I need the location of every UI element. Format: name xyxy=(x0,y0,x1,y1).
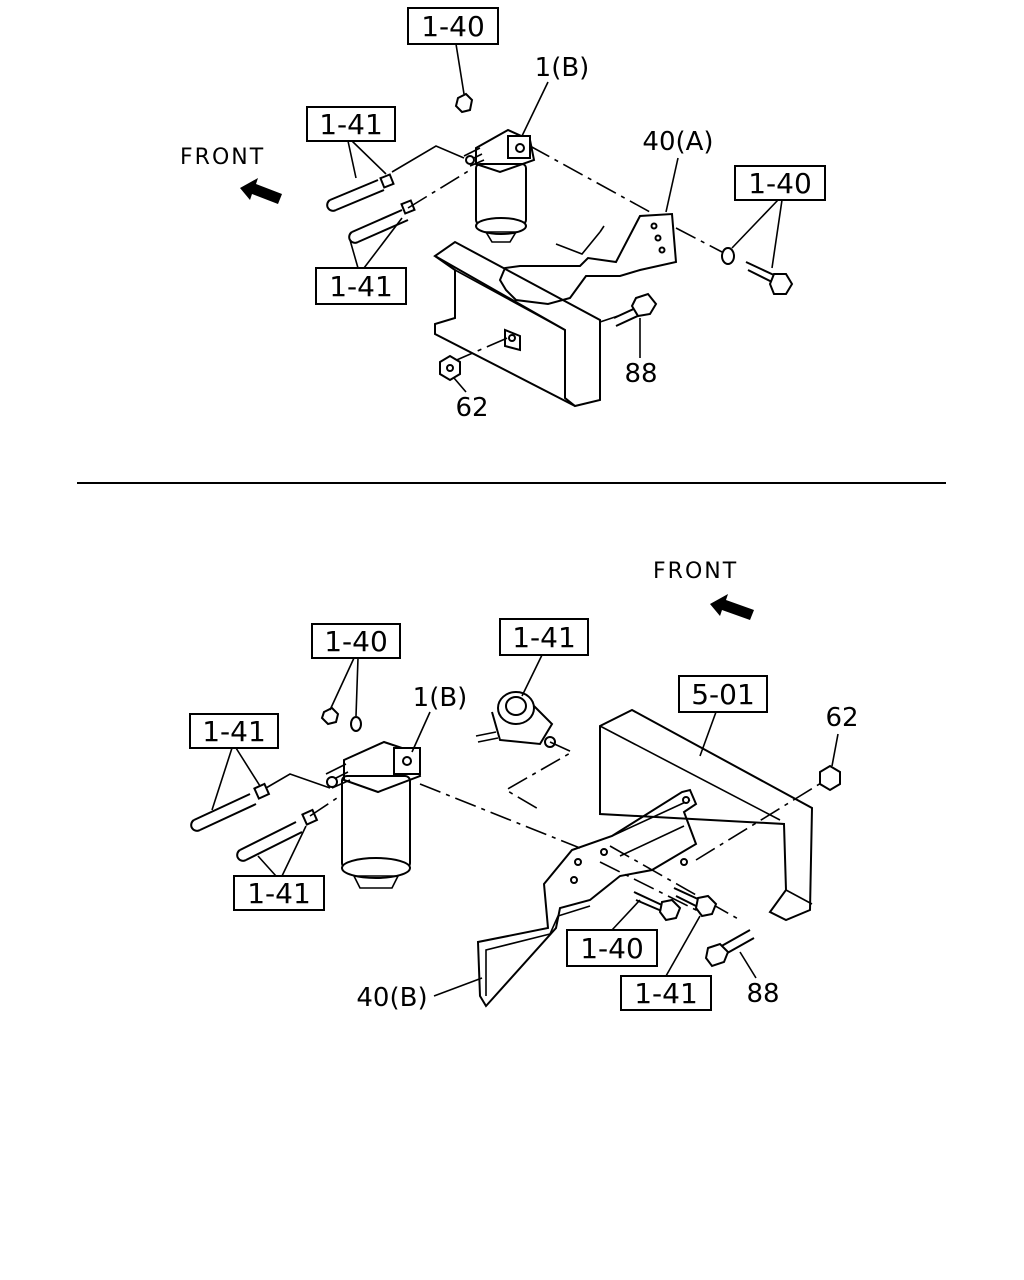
bottom-dash-2 xyxy=(419,783,581,849)
bottom-callout-2: 1-41 xyxy=(202,715,266,748)
bottom-front-arrow-icon xyxy=(710,594,754,620)
top-dash-3 xyxy=(675,227,723,253)
bottom-dash-6 xyxy=(609,845,741,921)
bottom-label-40b: 40(B) xyxy=(356,983,427,1013)
top-label-1b: 1(B) xyxy=(535,53,590,83)
top-label-88: 88 xyxy=(624,359,657,389)
top-label-62: 62 xyxy=(455,393,488,423)
bottom-callout-7: 1-41 xyxy=(634,977,698,1010)
top-bolt-1-40 xyxy=(745,261,794,295)
bottom-callout-6: 1-40 xyxy=(580,932,644,965)
bottom-fuel-filter xyxy=(325,740,422,889)
top-dash-2 xyxy=(529,145,651,213)
top-front-label: FRONT xyxy=(180,145,265,170)
bottom-callout-3: 1-41 xyxy=(512,621,576,654)
bottom-bracket-40b xyxy=(476,788,698,1008)
top-callout-2: 1-41 xyxy=(319,108,383,141)
bottom-frame-rail xyxy=(599,708,814,922)
bottom-callout-box-4 xyxy=(233,875,325,911)
bottom-label-1b: 1(B) xyxy=(413,683,468,713)
bottom-callout-1: 1-40 xyxy=(324,625,388,658)
top-fuel-filter xyxy=(463,128,536,243)
bottom-callout-5: 5-01 xyxy=(691,678,755,711)
top-dash-4 xyxy=(451,335,513,363)
bottom-callout-box-6 xyxy=(566,929,658,967)
bottom-nut-62 xyxy=(819,764,841,792)
bottom-dash-4 xyxy=(599,861,701,913)
top-bolt-88 xyxy=(613,292,658,327)
top-frame-rail xyxy=(433,240,601,408)
bottom-diagram: FRONT xyxy=(189,559,859,1013)
bottom-bolt-1-40 xyxy=(633,891,682,922)
bottom-priming-pump xyxy=(475,691,556,748)
bottom-dash-1 xyxy=(309,795,341,817)
top-front-arrow-icon xyxy=(240,178,282,204)
bottom-nut-1 xyxy=(320,706,340,726)
top-diagram: FRONT xyxy=(180,7,826,423)
bottom-callout-box-5 xyxy=(678,675,768,713)
bottom-bolt-1-41 xyxy=(673,887,718,918)
top-callout-box-2 xyxy=(306,106,396,142)
bottom-callout-box-7 xyxy=(620,975,712,1011)
bottom-callout-box-1 xyxy=(311,623,401,659)
bottom-hoses xyxy=(190,773,331,862)
top-nut-1 xyxy=(454,92,474,114)
top-dash-1 xyxy=(407,169,471,209)
top-hoses xyxy=(326,145,465,244)
bottom-dash-3 xyxy=(504,741,574,811)
bottom-callout-box-2 xyxy=(189,713,279,749)
bottom-front-label: FRONT xyxy=(653,559,738,584)
bottom-label-88: 88 xyxy=(746,979,779,1009)
top-callout-box-4 xyxy=(734,165,826,201)
top-label-40a: 40(A) xyxy=(642,127,713,157)
bottom-washer-1 xyxy=(350,716,362,732)
top-callout-box-3 xyxy=(315,267,407,305)
bottom-bolt-88 xyxy=(704,929,755,968)
top-callout-3: 1-41 xyxy=(329,270,393,303)
bottom-dash-5 xyxy=(695,779,827,861)
top-bracket-40a xyxy=(498,212,678,352)
bottom-callout-4: 1-41 xyxy=(247,877,311,910)
bottom-callout-box-3 xyxy=(499,618,589,656)
top-callout-box-1 xyxy=(407,7,499,45)
top-callout-4: 1-40 xyxy=(748,167,812,200)
top-washer xyxy=(721,247,735,265)
bottom-label-62: 62 xyxy=(825,703,858,733)
top-callout-1: 1-40 xyxy=(421,10,485,43)
